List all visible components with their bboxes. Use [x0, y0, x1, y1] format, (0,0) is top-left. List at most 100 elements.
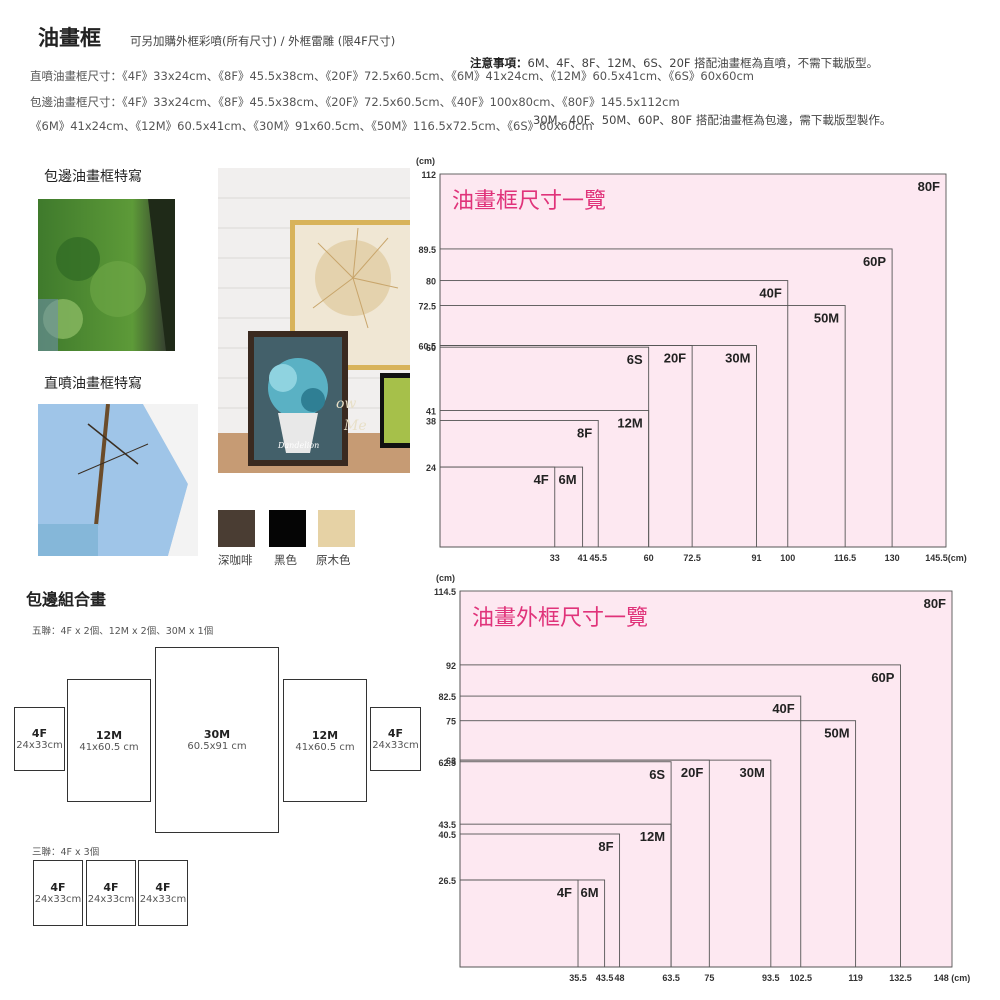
- frame-label-8f: 8F: [577, 425, 592, 440]
- page-subtitle: 可另加購外框彩噴(所有尺寸) / 外框雷雕 (限4F尺寸): [130, 34, 396, 48]
- y-tick-label: 43.5: [438, 820, 456, 830]
- x-tick-label: 33: [550, 553, 560, 563]
- x-tick-label: 130: [885, 553, 900, 563]
- frame-label-60p: 60P: [863, 254, 886, 269]
- combo-size: 24x33cm: [34, 894, 82, 905]
- frame-rect-80f: [459, 590, 953, 968]
- combo-size: 24x33cm: [16, 740, 63, 751]
- wrap-closeup-heading: 包邊油畫框特寫: [44, 169, 142, 185]
- x-tick-label: 119: [848, 973, 863, 983]
- mockup-script-2: Me: [343, 418, 367, 434]
- y-tick-label: 72.5: [418, 302, 436, 312]
- direct-closeup-photo: [38, 404, 198, 556]
- frame-label-12m: 12M: [640, 829, 665, 844]
- x-tick-label: 116.5: [834, 553, 856, 563]
- x-tick-label: 93.5: [762, 973, 780, 983]
- y-tick-label: 40.5: [438, 830, 456, 840]
- y-tick-label: 63: [446, 756, 456, 766]
- frame-size-chart: 80F60P40F50M30M20F6S12M8F6M4F11289.58072…: [416, 156, 967, 563]
- frame-label-20f: 20F: [664, 351, 686, 366]
- notice: 注意事項：6M、4F、8F、12M、6S、20F 搭配油畫框為直噴，不需下載版型…: [470, 16, 891, 149]
- swatch-label-black: 黑色: [274, 553, 297, 567]
- combo-name: 4F: [103, 881, 119, 894]
- frame-label-50m: 50M: [814, 311, 839, 326]
- x-tick-label: 35.5: [569, 973, 587, 983]
- swatch-label-dark-brown: 深咖啡: [218, 553, 253, 567]
- x-tick-label: 60: [644, 553, 654, 563]
- frame-label-30m: 30M: [740, 765, 765, 780]
- frame-label-12m: 12M: [617, 415, 642, 430]
- frame-rect-80f: [439, 173, 947, 548]
- x-tick-label: 100: [780, 553, 795, 563]
- y-tick-label: 26.5: [438, 876, 456, 886]
- frame-mockup-photo: ow Me Dandelion: [218, 168, 410, 473]
- y-tick-label: 114.5: [434, 587, 456, 597]
- y-tick-label: 89.5: [418, 245, 436, 255]
- y-tick-label: 112: [421, 170, 436, 180]
- y-tick-label: 75: [446, 717, 456, 727]
- swatch-dark-brown[interactable]: [218, 510, 255, 547]
- y-tick-label: 41: [426, 406, 436, 416]
- combo-name: 12M: [95, 728, 123, 742]
- x-tick-label: 145.5(cm): [925, 553, 967, 563]
- combo-size: 41x60.5 cm: [79, 741, 139, 753]
- chart-title: 油畫框尺寸一覽: [452, 189, 606, 214]
- frame-label-4f: 4F: [534, 472, 549, 487]
- combo-size: 24x33cm: [87, 894, 135, 905]
- notice-label: 注意事項：: [470, 56, 528, 70]
- combo-size: 41x60.5 cm: [295, 741, 355, 753]
- mockup-script-1: ow: [336, 396, 356, 412]
- combo-name: 4F: [155, 881, 171, 894]
- wrap-closeup-photo: [38, 199, 175, 351]
- chart-title: 油畫外框尺寸一覽: [472, 606, 648, 631]
- combo-name: 4F: [387, 727, 404, 740]
- frame-label-40f: 40F: [772, 701, 794, 716]
- direct-size-list: 直噴油畫框尺寸：《4F》33x24cm、《8F》45.5x38cm、《20F》7…: [30, 69, 754, 83]
- combo-name: 30M: [203, 728, 231, 741]
- mockup-script-3: Dandelion: [277, 441, 319, 450]
- frame-label-30m: 30M: [725, 351, 750, 366]
- three-set-note: 三聯：4F x 3個: [32, 847, 100, 858]
- y-tick-label: 60: [426, 343, 436, 353]
- swatch-black[interactable]: [269, 510, 306, 547]
- x-tick-label: 41: [578, 553, 588, 563]
- combo-heading: 包邊組合畫: [26, 590, 107, 609]
- swatch-natural-wood[interactable]: [318, 510, 355, 547]
- frame-label-50m: 50M: [824, 726, 849, 741]
- y-tick-label: 80: [426, 277, 436, 287]
- y-tick-label: 60.5: [418, 342, 436, 352]
- wrap-size-list-2: 《6M》41x24cm、《12M》60.5x41cm、《30M》91x60.5c…: [30, 119, 593, 133]
- combo-name: 12M: [311, 728, 339, 742]
- frame-label-6m: 6M: [559, 472, 577, 487]
- x-tick-label: 102.5: [789, 973, 812, 983]
- combo-name: 4F: [50, 881, 66, 894]
- frame-label-8f: 8F: [598, 839, 613, 854]
- frame-label-6m: 6M: [581, 885, 599, 900]
- x-tick-label: 91: [751, 553, 761, 563]
- frame-label-6s: 6S: [649, 767, 665, 782]
- five-set-note: 五聯：4F x 2個、12M x 2個、30M x 1個: [32, 626, 214, 637]
- combo-size: 24x33cm: [372, 740, 419, 751]
- direct-closeup-heading: 直噴油畫框特寫: [44, 376, 142, 392]
- frame-label-80f: 80F: [924, 596, 946, 611]
- x-tick-label: 72.5: [683, 553, 701, 563]
- y-tick-label: 62.5: [438, 758, 456, 768]
- y-tick-label: 92: [446, 661, 456, 671]
- frame-label-6s: 6S: [627, 352, 643, 367]
- y-tick-label: 24: [426, 463, 436, 473]
- combo-size: 60.5x91 cm: [187, 741, 247, 752]
- x-tick-label: 148 (cm): [934, 973, 971, 983]
- frame-label-4f: 4F: [557, 885, 572, 900]
- combo-name: 4F: [31, 727, 48, 740]
- notice-line-1: 6M、4F、8F、12M、6S、20F 搭配油畫框為直噴，不需下載版型。: [527, 56, 879, 70]
- page-title: 油畫框: [38, 26, 101, 50]
- outer-frame-size-chart: 80F60P40F50M30M20F6S12M8F6M4F114.59282.5…: [434, 573, 971, 983]
- x-tick-label: 63.5: [662, 973, 680, 983]
